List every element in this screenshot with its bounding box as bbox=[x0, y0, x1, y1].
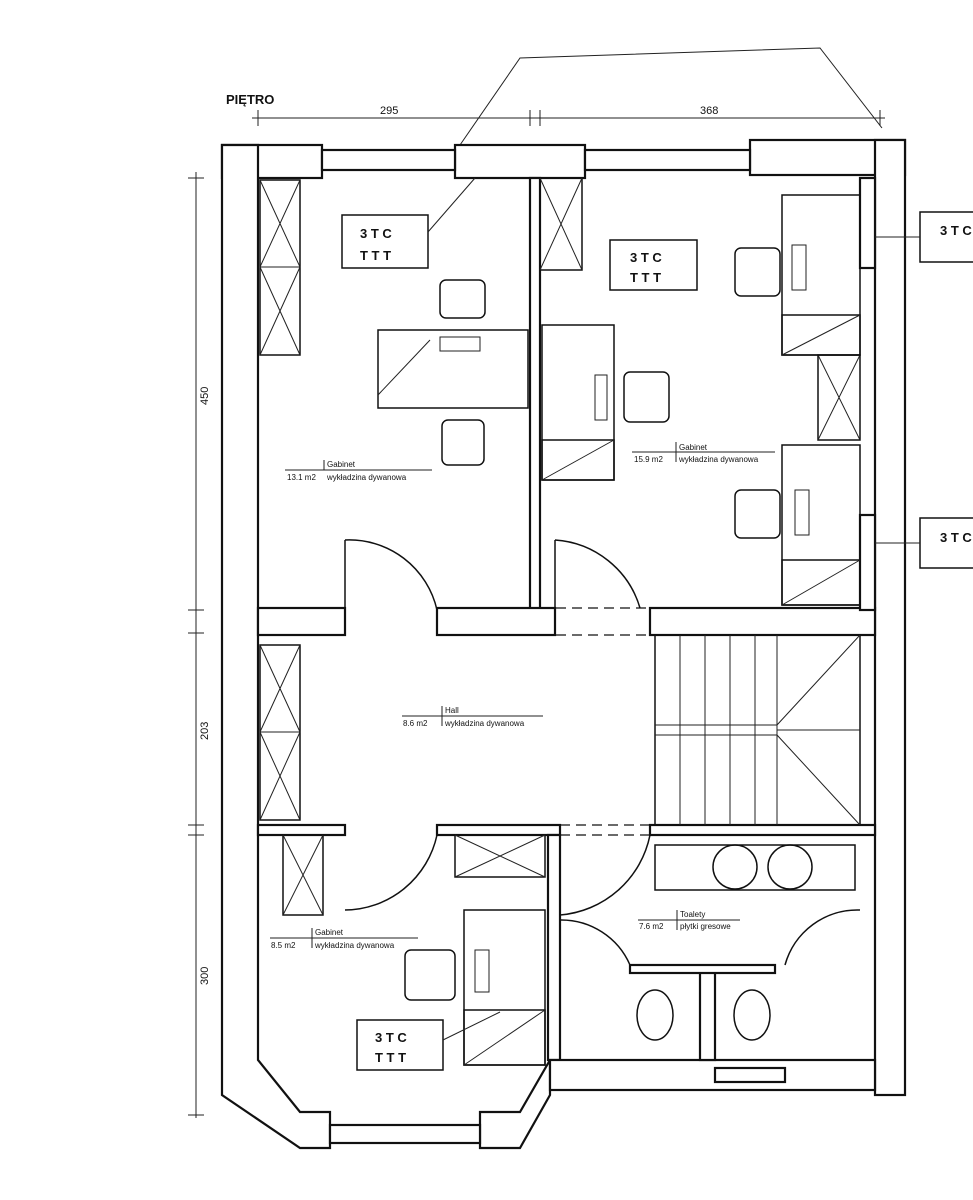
wardrobes bbox=[259, 177, 861, 916]
dim-top-right: 368 bbox=[700, 105, 718, 117]
plan-title: PIĘTRO bbox=[226, 92, 274, 107]
room-label-hall: Hall 8.6 m2 wykładzina dywanowa bbox=[402, 706, 543, 728]
network-socket-symbols: 3 T C T T T 3 T C T T T 3 T C T T T 3 T … bbox=[341, 177, 973, 1071]
room-name: Hall bbox=[445, 706, 459, 715]
room-label-gabinet-2: Gabinet 15.9 m2 wykładzina dywanowa bbox=[632, 442, 775, 464]
room-floor: wykładzina dywanowa bbox=[326, 473, 407, 482]
dimension-lines bbox=[188, 110, 885, 1118]
room-area: 8.6 m2 bbox=[403, 719, 428, 728]
socket-label-3: 3 T C bbox=[375, 1030, 407, 1045]
socket-legs-2: T T T bbox=[630, 270, 661, 285]
room-area: 15.9 m2 bbox=[634, 455, 663, 464]
room-floor: wykładzina dywanowa bbox=[314, 941, 395, 950]
doors bbox=[344, 539, 861, 966]
socket-legs-3: T T T bbox=[375, 1050, 406, 1065]
furniture bbox=[377, 194, 861, 1066]
room-area: 7.6 m2 bbox=[639, 922, 664, 931]
roof-outline bbox=[459, 47, 883, 146]
socket-label-2: 3 T C bbox=[630, 250, 662, 265]
socket-label-4: 3 T C bbox=[940, 223, 972, 238]
room-area: 8.5 m2 bbox=[271, 941, 296, 950]
room-floor: wykładzina dywanowa bbox=[444, 719, 525, 728]
walls bbox=[220, 138, 907, 1150]
dim-left-lower: 300 bbox=[199, 967, 211, 985]
dim-left-middle: 203 bbox=[199, 722, 211, 740]
dim-top-left: 295 bbox=[380, 105, 398, 117]
socket-label-5: 3 T C bbox=[940, 530, 972, 545]
room-label-gabinet-3: Gabinet 8.5 m2 wykładzina dywanowa bbox=[270, 928, 418, 950]
room-label-gabinet-1: Gabinet 13.1 m2 wykładzina dywanowa bbox=[285, 460, 432, 482]
staircase bbox=[654, 634, 861, 826]
room-name: Gabinet bbox=[327, 460, 356, 469]
room-floor: wykładzina dywanowa bbox=[678, 455, 759, 464]
socket-legs-1: T T T bbox=[360, 248, 391, 263]
socket-label-1: 3 T C bbox=[360, 226, 392, 241]
room-floor: płytki gresowe bbox=[680, 922, 731, 931]
room-area: 13.1 m2 bbox=[287, 473, 316, 482]
room-label-toalety: Toalety 7.6 m2 płytki gresowe bbox=[638, 910, 740, 931]
dim-left-upper: 450 bbox=[199, 387, 211, 405]
room-name: Toalety bbox=[680, 910, 705, 919]
room-name: Gabinet bbox=[679, 443, 708, 452]
room-name: Gabinet bbox=[315, 928, 344, 937]
